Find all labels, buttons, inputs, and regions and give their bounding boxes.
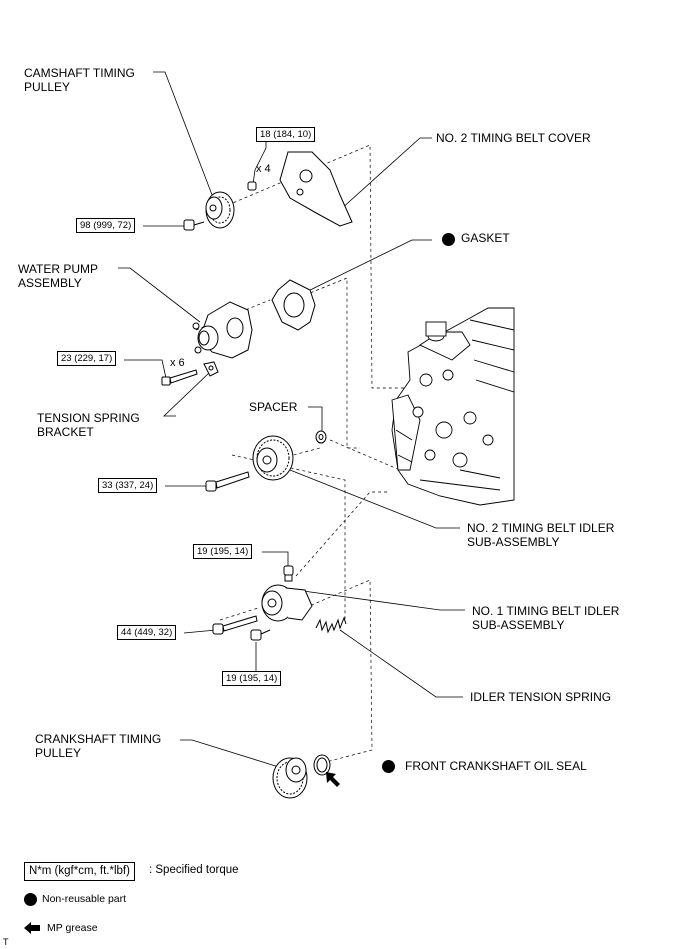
label-crankshaft-timing-pulley: CRANKSHAFT TIMING PULLEY [35,732,162,760]
legend-grease-text: MP grease [47,922,98,934]
label-spacer: SPACER [249,400,298,414]
camshaft-bolt [183,219,205,231]
spacer-part [315,430,327,444]
tension-spring-bracket [203,361,219,377]
leader-spring [339,629,463,698]
leader-torque-idler1 [183,629,217,634]
legend-nonreusable-dot-icon [24,893,37,906]
label-tension-spring-bracket: TENSION SPRING BRACKET [37,411,140,439]
legend-grease-arrow-icon [24,922,40,934]
legend-nonreusable-text: Non-reusable part [42,893,127,905]
water-pump-assembly [192,301,253,359]
no1-idler-bottom-bolt [250,629,271,641]
label-idler-tension-spring: IDLER TENSION SPRING [470,690,612,704]
leader-no1idler [295,589,465,611]
no2-idler-bolt [205,471,250,492]
legend-torque-box: N*m (kgf*cm, ft.*lbf) [24,862,135,881]
torque-no1-idler-top: 19 (195, 14) [193,544,253,559]
no2-idler-pulley [252,435,294,481]
leader-no2idler [289,469,460,529]
qty-cover-bolts: x 4 [256,163,271,175]
label-no2-idler: NO. 2 TIMING BELT IDLER SUB-ASSEMBLY [467,521,615,549]
crankshaft-timing-pulley [272,757,308,799]
leader-torque-cover [252,140,267,185]
no1-idler-bolt [212,615,258,635]
torque-pump-bolt: 23 (229, 17) [57,351,117,366]
engine-block [391,307,515,506]
footer-mark: T [3,937,9,947]
leader-camshaft [153,71,215,201]
leader-waterpump [118,267,201,323]
no2-timing-belt-cover [279,151,353,227]
cover-bolt [247,181,257,191]
no1-idler-top-bolt [283,565,294,582]
leader-spacer [308,406,323,432]
leader-no2cover [339,137,432,211]
torque-no1-idler-bolt: 44 (449, 32) [117,625,177,640]
torque-camshaft-bolt: 98 (999, 72) [76,218,136,233]
torque-cover-bolt: 18 (184, 10) [256,127,316,142]
leader-gasket [301,239,432,295]
no1-idler-assembly [261,584,313,622]
label-water-pump-assembly: WATER PUMP ASSEMBLY [18,262,98,290]
nonreusable-dot-icon [442,233,455,246]
leader-torque-idler1top [262,551,289,568]
leader-torque-pump [124,359,167,379]
idler-tension-spring-part [315,616,347,634]
label-gasket: GASKET [461,231,510,245]
gasket-part [271,279,316,331]
label-no1-idler: NO. 1 TIMING BELT IDLER SUB-ASSEMBLY [472,604,620,632]
label-front-crankshaft-oil-seal: FRONT CRANKSHAFT OIL SEAL [405,759,587,773]
front-oil-seal-part [313,754,331,776]
camshaft-timing-pulley [205,191,235,229]
label-camshaft-timing-pulley: CAMSHAFT TIMING PULLEY [24,66,135,94]
qty-pump-bolts: x 6 [170,357,185,369]
nonreusable-dot-icon [382,760,395,773]
legend-torque-desc: : Specified torque [149,864,239,876]
leader-tension [163,371,211,417]
pump-bolt [161,369,198,386]
leader-crank [180,739,283,769]
torque-no1-idler-bottom: 19 (195, 14) [222,671,282,686]
torque-no2-idler-bolt: 33 (337, 24) [98,478,158,493]
label-no2-timing-belt-cover: NO. 2 TIMING BELT COVER [436,131,591,145]
grease-arrow-icon [326,772,340,787]
